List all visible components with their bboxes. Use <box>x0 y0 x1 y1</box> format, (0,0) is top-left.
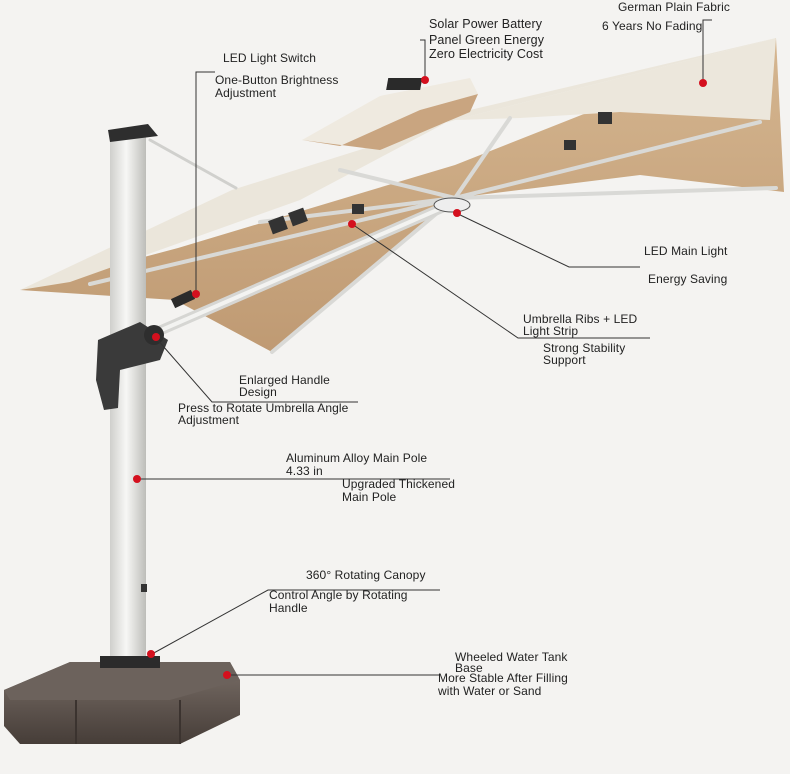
canopy-top-fabric <box>455 38 776 120</box>
support-arms <box>145 138 465 340</box>
pole-size: 4.33 in <box>286 464 323 478</box>
markers <box>133 76 707 679</box>
marker-led-main <box>453 209 461 217</box>
rotate-title: 360° Rotating Canopy <box>306 568 426 582</box>
handle-title1: Enlarged Handle <box>239 373 330 387</box>
marker-handle <box>152 333 160 341</box>
handle-detail1: Press to Rotate Umbrella Angle <box>178 401 349 415</box>
solar-line2: Panel Green Energy <box>429 33 545 47</box>
led-main-title: LED Main Light <box>644 244 728 258</box>
marker-pole <box>133 475 141 483</box>
base-title2: Base <box>455 661 483 675</box>
canopy-top-edge <box>20 38 776 290</box>
marker-led-switch <box>192 290 200 298</box>
canopy <box>20 38 784 354</box>
solar-cap-shadow <box>302 94 478 150</box>
marker-rotate <box>147 650 155 658</box>
base-detail1: More Stable After Filling <box>438 671 568 685</box>
rib-joint <box>352 204 364 214</box>
marker-ribs <box>348 220 356 228</box>
led-switch-detail1: One-Button Brightness <box>215 73 339 87</box>
ribs-title2: Light Strip <box>523 324 579 338</box>
solar-line3: Zero Electricity Cost <box>429 47 543 61</box>
pole-detail1: Upgraded Thickened <box>342 477 455 491</box>
water-tank-base <box>4 656 240 744</box>
rib-joint <box>268 215 288 235</box>
rib-joint <box>288 207 308 227</box>
solar-title: Solar Power Battery <box>429 17 543 31</box>
ribs-detail2: Support <box>543 353 586 367</box>
led-switch-title: LED Light Switch <box>223 51 316 65</box>
canopy-underside <box>20 38 784 352</box>
solar-panel <box>386 78 423 90</box>
fabric-title: German Plain Fabric <box>618 0 730 14</box>
base-title1: Wheeled Water Tank <box>455 650 568 664</box>
ribs-detail1: Strong Stability <box>543 341 626 355</box>
marker-fabric <box>699 79 707 87</box>
handle-title2: Design <box>239 385 277 399</box>
marker-base <box>223 671 231 679</box>
rotate-detail1: Control Angle by Rotating <box>269 588 408 602</box>
led-switch-detail2: Adjustment <box>215 86 277 100</box>
led-main-detail: Energy Saving <box>648 272 728 286</box>
pole-knob <box>141 584 147 592</box>
solar-cap <box>302 78 478 146</box>
marker-solar <box>421 76 429 84</box>
pole-title: Aluminum Alloy Main Pole <box>286 451 428 465</box>
rib-joint <box>564 140 576 150</box>
base-detail2: with Water or Sand <box>438 684 542 698</box>
pole-cap <box>108 124 158 142</box>
led-main-light-housing <box>433 197 471 213</box>
rib-joint <box>598 112 612 124</box>
fabric-detail: 6 Years No Fading <box>602 19 703 33</box>
ribs-title1: Umbrella Ribs + LED <box>523 312 638 326</box>
pole-detail2: Main Pole <box>342 490 397 504</box>
led-switch-box <box>170 289 196 309</box>
handle-detail2: Adjustment <box>178 413 240 427</box>
rotate-detail2: Handle <box>269 601 308 615</box>
leader-lines <box>138 19 712 676</box>
